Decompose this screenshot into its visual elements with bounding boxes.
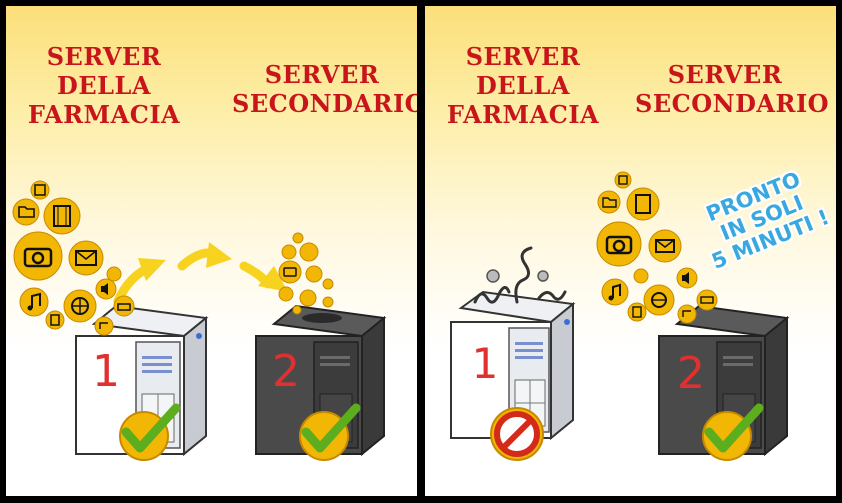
printer-icon — [696, 289, 718, 311]
rss-icon — [633, 268, 649, 284]
film-icon — [43, 197, 81, 235]
check-icon — [702, 403, 764, 461]
title-line: SECONDARIO — [232, 89, 417, 118]
music-icon — [601, 278, 629, 306]
panel-normal-operation: SERVER DELLA FARMACIA SERVER SECONDARIO — [6, 6, 417, 496]
right-illustration: 1 2 — [450, 171, 790, 461]
server-2-number: 2 — [272, 346, 300, 397]
title-line: FARMACIA — [446, 100, 600, 129]
calculator-icon — [45, 310, 65, 330]
share-icon — [94, 316, 114, 336]
film-icon — [626, 187, 660, 221]
panel-failover: SERVER DELLA FARMACIA SERVER SECONDARIO … — [425, 6, 836, 496]
forbidden-icon — [490, 407, 544, 461]
rss-icon — [106, 266, 122, 282]
secondary-server-title: SERVER SECONDARIO — [635, 60, 830, 118]
title-line: SERVER — [264, 60, 380, 89]
speaker-icon — [95, 278, 117, 300]
check-icon — [299, 403, 361, 461]
data-icons-cluster — [596, 171, 718, 324]
title-line: SERVER — [46, 42, 162, 71]
server-1-number: 1 — [472, 339, 499, 388]
server-2-number: 2 — [677, 348, 705, 399]
share-icon — [677, 304, 697, 324]
data-icons-cluster — [12, 180, 135, 336]
floppy-icon — [30, 180, 50, 200]
title-line: FARMACIA — [27, 100, 181, 129]
transfer-arrows — [113, 242, 288, 306]
music-icon — [19, 287, 49, 317]
mail-icon — [648, 229, 682, 263]
secondary-server-title: SERVER SECONDARIO — [232, 60, 417, 118]
folder-icon — [597, 190, 621, 214]
title-line: SECONDARIO — [635, 89, 830, 118]
title-line: SERVER — [667, 60, 783, 89]
title-line: DELLA — [57, 71, 151, 100]
incoming-icons-cluster — [278, 232, 334, 315]
camera-icon — [596, 221, 642, 267]
check-icon — [119, 403, 181, 461]
camera-icon — [13, 231, 63, 281]
camera-icon — [278, 260, 302, 284]
floppy-icon — [614, 171, 632, 189]
primary-server-title: SERVER DELLA FARMACIA — [24, 42, 184, 129]
globe-icon — [643, 284, 675, 316]
calculator-icon — [627, 302, 647, 322]
folder-icon — [12, 198, 40, 226]
mail-icon — [68, 240, 104, 276]
title-line: SERVER — [465, 42, 581, 71]
left-illustration: 1 2 — [12, 180, 387, 461]
printer-icon — [113, 295, 135, 317]
speaker-icon — [676, 267, 698, 289]
globe-icon — [63, 289, 97, 323]
title-line: DELLA — [476, 71, 570, 100]
broken-springs — [473, 246, 567, 304]
primary-server-title: SERVER DELLA FARMACIA — [443, 42, 603, 129]
server-1-number: 1 — [92, 346, 120, 397]
